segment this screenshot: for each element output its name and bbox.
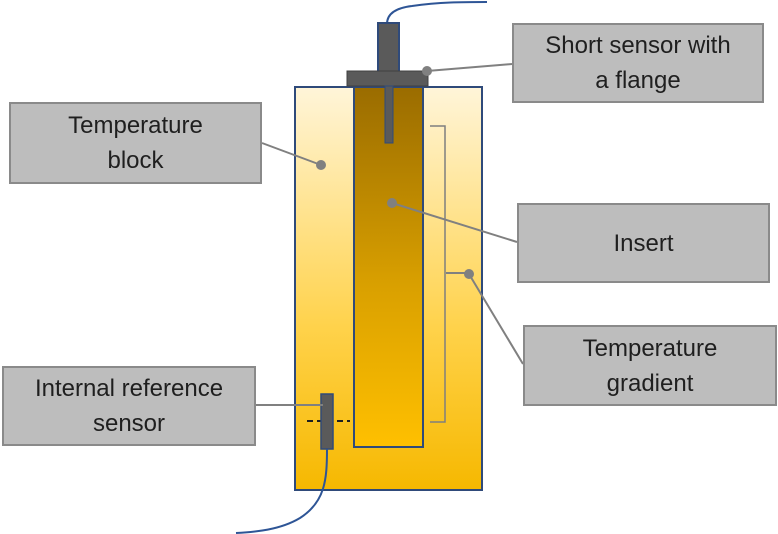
- label-insert-text: Insert: [613, 229, 674, 257]
- insert-pointer-dot: [387, 198, 397, 208]
- temperature-gradient-bracket: [430, 125, 446, 423]
- leader-lines: [256, 63, 524, 406]
- label-temperature-gradient-text: Temperature gradient: [582, 334, 718, 397]
- temperature-block-pointer-dot: [316, 160, 326, 170]
- label-temperature-block: Temperature block: [9, 102, 262, 184]
- label-internal-reference-sensor: Internal reference sensor: [2, 366, 256, 446]
- label-temperature-block-text: Temperature block: [68, 112, 203, 174]
- sensor-flange: [346, 70, 429, 87]
- short-sensor-pointer-dot: [422, 66, 432, 76]
- sensor-probe: [384, 85, 394, 144]
- reference-sensor-cable: [235, 448, 328, 534]
- label-short-sensor: Short sensor with a flange: [512, 23, 764, 103]
- label-temperature-gradient: Temperature gradient: [523, 325, 777, 406]
- label-insert: Insert: [517, 203, 770, 283]
- internal-reference-sensor: [320, 393, 334, 450]
- insert: [353, 86, 424, 448]
- label-short-sensor-text: Short sensor with a flange: [545, 32, 731, 94]
- top-sensor-cable: [386, 1, 488, 25]
- label-internal-reference-sensor-text: Internal reference sensor: [34, 375, 224, 437]
